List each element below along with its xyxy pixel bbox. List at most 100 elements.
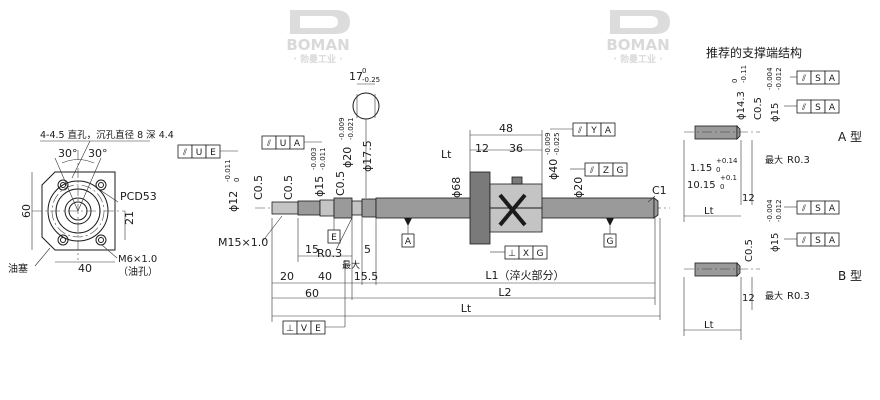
svg-text:-0.004: -0.004 (766, 199, 774, 222)
tol-frame-zg: ⫽ Z G (584, 162, 628, 177)
svg-text:Z: Z (603, 166, 609, 176)
svg-text:-0.009: -0.009 (544, 132, 552, 155)
svg-text:-0.004: -0.004 (766, 67, 774, 90)
d20: ϕ20 (341, 147, 354, 168)
mount-hole (95, 234, 107, 246)
svg-text:1.15: 1.15 (690, 163, 712, 174)
svg-text:0: 0 (731, 79, 739, 83)
dim-height: 60 (20, 204, 33, 218)
svg-text:ϕ14.3: ϕ14.3 (736, 91, 747, 120)
tol-frame-xg: ⊥ X G (504, 245, 548, 260)
hole-note: 4-4.5 直孔，沉孔直径 8 深 4.4 (40, 129, 174, 141)
len-36: 36 (509, 142, 523, 155)
svg-text:-0.011: -0.011 (224, 159, 232, 182)
svg-text:0: 0 (362, 67, 366, 75)
svg-text:G: G (537, 249, 544, 259)
mount-hole (57, 179, 69, 191)
svg-text:⫽: ⫽ (182, 148, 187, 158)
support-heading: 推荐的支撑端结构 (706, 45, 802, 60)
svg-text:⫽: ⫽ (801, 204, 806, 214)
len-48: 48 (499, 122, 513, 135)
c05-a: C0.5 (252, 175, 265, 200)
r03-label: R0.3 (317, 247, 342, 260)
lt-label: Lt (461, 302, 472, 315)
nut-flange (469, 171, 491, 245)
svg-text:最大: 最大 (342, 259, 360, 271)
type-b-label: B 型 (838, 269, 862, 283)
oil-plug-label: 油塞 (8, 262, 28, 275)
svg-text:-0.021: -0.021 (347, 117, 355, 140)
shoulder (333, 197, 353, 219)
svg-text:⫽: ⫽ (801, 74, 806, 84)
svg-text:A: A (829, 236, 836, 246)
l1-label: L1（淬火部分） (485, 268, 564, 282)
svg-text:最大: 最大 (765, 154, 783, 166)
svg-text:⫽: ⫽ (577, 126, 582, 136)
svg-text:E: E (315, 324, 321, 334)
svg-text:-0.025: -0.025 (553, 132, 561, 155)
d15: ϕ15 (313, 176, 326, 197)
svg-text:-0.11: -0.11 (740, 65, 748, 83)
d12: ϕ12 (227, 191, 240, 212)
svg-text:⊥: ⊥ (286, 324, 294, 334)
type-b-shaft (694, 262, 738, 277)
svg-text:0: 0 (716, 166, 720, 174)
svg-text:E: E (210, 148, 216, 158)
svg-text:R0.3: R0.3 (787, 291, 810, 302)
dim-5: 5 (364, 243, 371, 256)
watermark-subtitle: · 勃曼工业 · (293, 53, 342, 65)
svg-text:12: 12 (742, 293, 755, 304)
svg-text:A: A (294, 139, 301, 149)
ball-screw-main-view: 17 0 -0.25 ⫽ U E ⫽ U A ⫽ Y A ⫽ Z (177, 67, 670, 335)
svg-text:U: U (280, 139, 287, 149)
svg-text:-0.25: -0.25 (362, 76, 380, 84)
watermark-text: BOMAN (606, 36, 669, 54)
svg-text:0: 0 (720, 183, 724, 191)
angle-left: 30° (58, 147, 78, 160)
svg-text:12: 12 (742, 193, 755, 204)
pcd-label: PCD53 (120, 190, 157, 203)
watermark-text: BOMAN (286, 36, 349, 54)
type-a-shaft (694, 125, 738, 140)
watermark-logo-right: BOMAN · 勃曼工业 · (606, 10, 670, 65)
svg-text:0: 0 (233, 178, 241, 182)
datum-a: A (405, 237, 412, 247)
svg-text:Y: Y (590, 126, 597, 136)
svg-text:ϕ15: ϕ15 (770, 103, 781, 122)
svg-text:U: U (196, 148, 203, 158)
c05-b: C0.5 (282, 175, 295, 200)
svg-text:A: A (829, 204, 836, 214)
watermark-logo-left: BOMAN · 勃曼工业 · (286, 10, 350, 65)
tol-frame-sa-3: ⫽ S A (796, 200, 840, 215)
svg-text:Lt: Lt (704, 320, 714, 331)
datum-e: E (331, 233, 337, 243)
svg-text:A: A (605, 126, 612, 136)
section-17: 17 (349, 70, 363, 83)
mount-hole (95, 179, 107, 191)
mount-hole (57, 234, 69, 246)
dim-width: 40 (78, 262, 92, 275)
svg-text:A: A (829, 74, 836, 84)
c05-c: C0.5 (334, 171, 347, 196)
tol-frame-ya: ⫽ Y A (572, 122, 616, 137)
svg-text:最大: 最大 (765, 290, 783, 302)
svg-text:C0.5: C0.5 (753, 97, 764, 120)
thread-end (271, 201, 299, 215)
flange-end-view: 4-4.5 直孔，沉孔直径 8 深 4.4 30° 30° PCD53 60 2… (8, 129, 174, 278)
svg-text:X: X (523, 249, 529, 259)
tol-frame-sa-4: ⫽ S A (796, 232, 840, 247)
d68: ϕ68 (450, 177, 463, 198)
svg-text:-0.012: -0.012 (775, 67, 783, 90)
svg-text:Lt: Lt (704, 206, 714, 217)
lt-top-label: Lt (441, 148, 452, 161)
tol-frame-sa-1: ⫽ S A (796, 70, 840, 85)
svg-text:⫽: ⫽ (266, 139, 271, 149)
svg-text:S: S (815, 103, 821, 113)
svg-text:-0.012: -0.012 (775, 199, 783, 222)
dim-40: 40 (318, 270, 332, 283)
svg-text:S: S (815, 236, 821, 246)
svg-text:10.15: 10.15 (687, 180, 716, 191)
svg-text:ϕ15: ϕ15 (770, 233, 781, 252)
svg-text:G: G (617, 166, 624, 176)
dim-21: 21 (123, 211, 136, 225)
